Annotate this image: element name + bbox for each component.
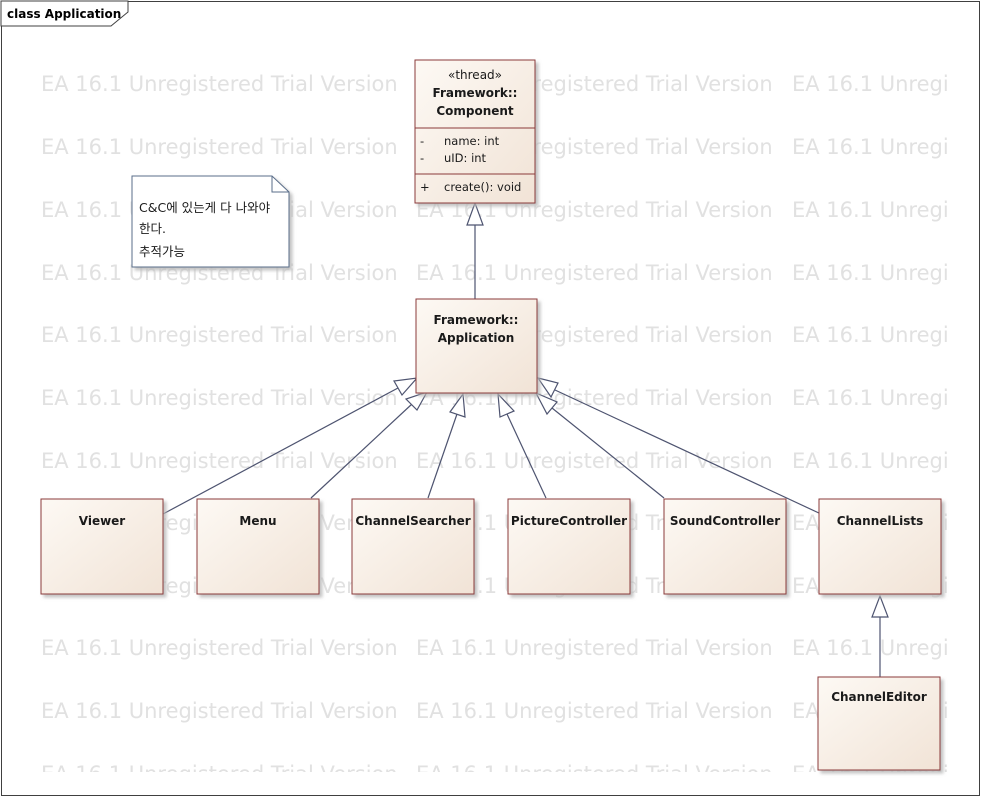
watermark-text: EA 16.1 Unregistered Trial Version bbox=[41, 449, 398, 473]
class-channel-lists[interactable]: ChannelLists bbox=[818, 498, 942, 595]
component-name-line-1: Framework:: bbox=[433, 86, 518, 100]
note-line-3: 추적가능 bbox=[139, 244, 185, 259]
generalization-viewer-application bbox=[162, 387, 399, 515]
arrowhead-menu bbox=[404, 390, 429, 411]
watermark-text: EA 16.1 Unregistered Trial Version bbox=[792, 72, 982, 96]
watermark-text: EA 16.1 Unregistered Trial Version bbox=[792, 636, 982, 660]
arrowhead-channellists-app bbox=[536, 377, 559, 399]
arrowhead-soundcontroller bbox=[534, 391, 558, 416]
generalization-channelsearcher-application bbox=[427, 413, 458, 499]
attr-1-text: name: int bbox=[444, 134, 500, 148]
arrowheads bbox=[393, 201, 889, 618]
class-sound-controller[interactable]: SoundController bbox=[663, 498, 787, 595]
watermark-text: EA 16.1 Unregistered Trial Version bbox=[792, 198, 982, 222]
class-framework-application[interactable]: Framework:: Application bbox=[415, 298, 538, 394]
channel-searcher-name: ChannelSearcher bbox=[355, 514, 470, 528]
generalization-picturecontroller-application bbox=[506, 413, 547, 499]
op-1-visibility: + bbox=[420, 180, 430, 194]
class-picture-controller[interactable]: PictureController bbox=[507, 498, 631, 595]
watermark-text: EA 16.1 Unregistered Trial Version bbox=[41, 323, 398, 347]
menu-name: Menu bbox=[239, 514, 276, 528]
application-name-line-2: Application bbox=[438, 331, 515, 345]
watermark-text: EA 16.1 Unregistered Trial Version bbox=[41, 135, 398, 159]
class-menu[interactable]: Menu bbox=[196, 498, 320, 595]
attr-2-text: uID: int bbox=[444, 151, 487, 165]
viewer-name: Viewer bbox=[79, 514, 126, 528]
arrowhead-channellists bbox=[871, 594, 889, 618]
attr-1-visibility: - bbox=[420, 134, 424, 148]
class-viewer[interactable]: Viewer bbox=[40, 498, 164, 595]
sound-controller-name: SoundController bbox=[670, 514, 780, 528]
application-name-line-1: Framework:: bbox=[434, 313, 519, 327]
frame-title: class Application bbox=[7, 7, 121, 21]
watermark-text: EA 16.1 Unregistered Trial Version bbox=[416, 699, 773, 723]
component-stereotype: «thread» bbox=[448, 68, 502, 82]
watermark-text: EA 16.1 Unregistered Trial Version bbox=[41, 636, 398, 660]
generalization-menu-application bbox=[310, 403, 413, 499]
watermark-text: EA 16.1 Unregistered Trial Version bbox=[41, 72, 398, 96]
arrowhead-picturecontroller bbox=[497, 392, 516, 418]
generalization-soundcontroller-application bbox=[551, 407, 665, 499]
op-1-text: create(): void bbox=[444, 180, 521, 194]
attr-2-visibility: - bbox=[420, 151, 424, 165]
watermark-text: EA 16.1 Unregistered Trial Version bbox=[41, 699, 398, 723]
class-channel-searcher[interactable]: ChannelSearcher bbox=[351, 498, 475, 595]
watermark-text: EA 16.1 Unregistered Trial Version bbox=[792, 135, 982, 159]
inheritance-lines bbox=[162, 225, 881, 678]
watermark-text: EA 16.1 Unregistered Trial Version bbox=[792, 261, 982, 285]
channel-lists-name: ChannelLists bbox=[837, 514, 924, 528]
note-line-1: C&C에 있는게 다 나와야 bbox=[139, 200, 271, 215]
arrowhead-channelsearcher bbox=[449, 392, 466, 418]
watermark-text: EA 16.1 Unregistered Trial Version bbox=[416, 636, 773, 660]
arrowhead-viewer bbox=[393, 377, 419, 397]
watermark-text: EA 16.1 Unregistered Trial Version bbox=[416, 261, 773, 285]
picture-controller-name: PictureController bbox=[511, 514, 627, 528]
watermark-text: EA 16.1 Unregistered Trial Version bbox=[41, 762, 398, 786]
class-framework-component[interactable]: «thread» Framework:: Component - name: i… bbox=[414, 59, 536, 204]
generalization-channellists-application bbox=[554, 389, 822, 515]
frame-tab: class Application bbox=[0, 0, 129, 27]
component-name-line-2: Component bbox=[436, 104, 514, 118]
channel-editor-name: ChannelEditor bbox=[831, 690, 927, 704]
note-line-2: 한다. bbox=[139, 221, 166, 236]
watermark-text: EA 16.1 Unregistered Trial Version bbox=[416, 449, 773, 473]
class-channel-editor[interactable]: ChannelEditor bbox=[817, 676, 941, 771]
watermark-text: EA 16.1 Unregistered Trial Version bbox=[41, 386, 398, 410]
note[interactable]: C&C에 있는게 다 나와야 한다. 추적가능 bbox=[131, 175, 290, 268]
watermark-text: EA 16.1 Unregistered Trial Version bbox=[416, 762, 773, 786]
arrowhead-component bbox=[466, 201, 484, 226]
watermark-text: EA 16.1 Unregistered Trial Version bbox=[792, 323, 982, 347]
watermark-text: EA 16.1 Unregistered Trial Version bbox=[792, 449, 982, 473]
watermark-text: EA 16.1 Unregistered Trial Version bbox=[792, 386, 982, 410]
